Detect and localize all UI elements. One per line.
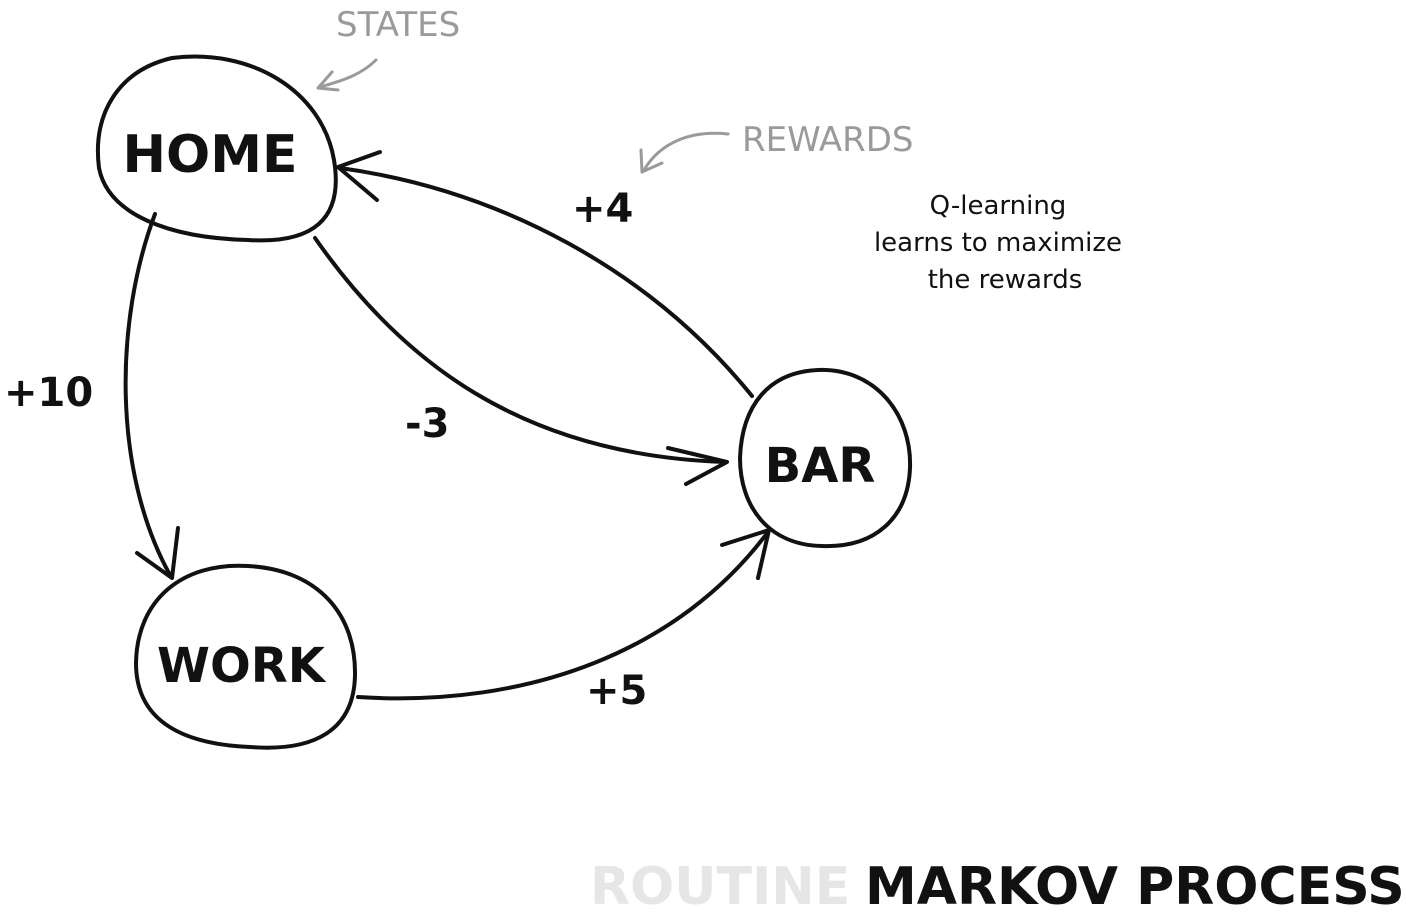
node-home: HOME [96, 54, 338, 243]
node-bar-label: BAR [765, 438, 876, 494]
edge-bar-to-home [336, 150, 754, 398]
note-line-3: the rewards [928, 265, 1083, 295]
note-line-1: Q-learning [930, 191, 1067, 221]
edge-home-to-work [123, 212, 180, 580]
annotation-states-arrow [318, 58, 378, 89]
annotation-states-arrowhead [316, 70, 340, 92]
edge-work-to-bar-line [356, 530, 770, 701]
note-line-2: learns to maximize [874, 228, 1122, 258]
edge-home-to-bar [313, 236, 729, 486]
edge-label-work-to-bar: +5 [586, 668, 647, 714]
annotation-rewards-arrowhead [639, 148, 664, 174]
node-work-circle [134, 563, 358, 750]
edge-home-to-work-arrowhead [135, 526, 180, 580]
node-bar: BAR [738, 367, 913, 549]
node-bar-circle [738, 367, 913, 549]
edge-work-to-bar [356, 528, 771, 701]
annotation-rewards-arrow [642, 131, 730, 172]
edge-home-to-work-line [123, 212, 172, 577]
qlearning-note: Q-learning learns to maximize the reward… [874, 191, 1122, 295]
node-home-circle [96, 54, 338, 243]
edge-label-home-to-work: +10 [4, 370, 93, 416]
node-home-label: HOME [123, 125, 298, 185]
page-title: ROUTINE MARKOV PROCESS [590, 857, 1405, 917]
annotation-states: STATES [336, 5, 460, 45]
annotation-rewards: REWARDS [742, 120, 914, 160]
node-work-label: WORK [157, 638, 327, 694]
node-work: WORK [134, 563, 358, 750]
edge-label-home-to-bar: -3 [405, 401, 449, 447]
title-routine: ROUTINE [590, 857, 850, 917]
edge-home-to-bar-arrowhead [666, 446, 729, 486]
edge-bar-to-home-arrowhead [336, 150, 382, 202]
edge-work-to-bar-arrowhead [720, 528, 771, 580]
title-markov-process: MARKOV PROCESS [865, 857, 1405, 917]
edge-home-to-bar-line [313, 236, 727, 464]
edge-label-bar-to-home: +4 [572, 186, 633, 232]
edge-bar-to-home-line [338, 166, 754, 398]
